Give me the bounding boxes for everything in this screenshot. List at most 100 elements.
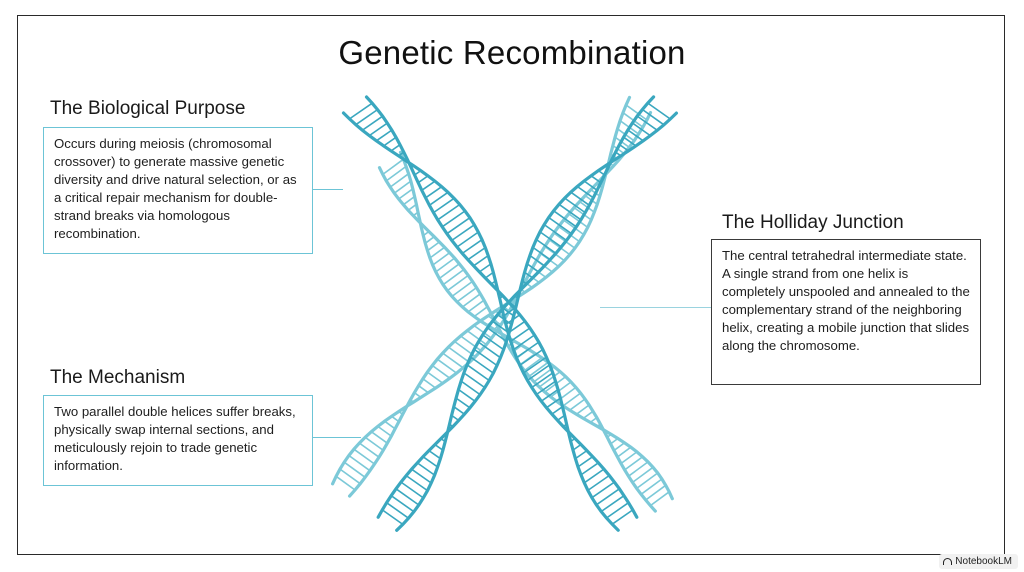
- base-pair-rung: [538, 371, 561, 388]
- base-pair-rung: [551, 406, 563, 415]
- base-pair-rung: [437, 203, 461, 221]
- base-pair-rung: [486, 327, 507, 343]
- base-pair-rung: [580, 462, 599, 476]
- base-pair-rung: [384, 420, 396, 430]
- base-pair-rung: [349, 102, 373, 120]
- badge-label: NotebookLM: [955, 556, 1012, 567]
- base-pair-rung: [422, 378, 437, 389]
- base-pair-rung: [558, 225, 580, 243]
- base-pair-rung: [398, 188, 414, 200]
- base-pair-rung: [426, 371, 444, 384]
- base-pair-rung: [442, 268, 465, 286]
- base-pair-rung: [382, 158, 404, 176]
- backbone-strand-b: [398, 150, 657, 513]
- base-pair-rung: [583, 468, 605, 484]
- base-pair-rung: [466, 364, 490, 382]
- base-pair-rung: [553, 210, 577, 228]
- slide-frame: [17, 15, 1005, 555]
- base-pair-rung: [455, 397, 471, 409]
- base-pair-rung: [595, 488, 620, 506]
- base-pair-rung: [451, 280, 473, 298]
- base-pair-rung: [625, 104, 648, 121]
- base-pair-rung: [640, 478, 663, 495]
- base-pair-rung: [611, 509, 634, 525]
- base-pair-rung: [466, 330, 487, 346]
- base-pair-rung: [563, 219, 585, 236]
- base-pair-rung: [453, 406, 465, 415]
- mechanism-heading: The Mechanism: [50, 367, 186, 388]
- base-pair-rung: [570, 191, 590, 206]
- base-pair-rung: [574, 449, 588, 460]
- base-pair-rung: [460, 335, 482, 352]
- base-pair-rung: [523, 356, 547, 374]
- base-pair-rung: [624, 456, 644, 471]
- base-pair-rung: [568, 213, 589, 229]
- base-pair-rung: [491, 320, 510, 334]
- base-pair-rung: [645, 484, 667, 501]
- base-pair-rung: [478, 263, 492, 273]
- base-pair-rung: [431, 364, 451, 379]
- backbone-strand-a: [341, 111, 639, 519]
- base-pair-rung: [550, 381, 572, 398]
- notebooklm-logo-icon: [943, 558, 953, 565]
- base-pair-rung: [636, 115, 658, 131]
- base-pair-rung: [428, 449, 441, 460]
- base-pair-rung: [355, 108, 378, 126]
- base-pair-rung: [519, 348, 544, 367]
- base-pair-rung: [339, 468, 361, 485]
- base-pair-rung: [502, 307, 515, 317]
- base-pair-rung: [442, 352, 464, 369]
- base-pair-rung: [422, 456, 439, 468]
- base-pair-rung: [343, 461, 366, 478]
- purpose-description: Occurs during meiosis (chromosomal cross…: [43, 127, 313, 254]
- base-pair-rung: [600, 495, 625, 513]
- base-pair-rung: [590, 175, 602, 184]
- base-pair-rung: [456, 231, 479, 248]
- base-pair-rung: [381, 509, 404, 526]
- base-pair-rung: [587, 474, 610, 492]
- base-pair-rung: [529, 254, 545, 267]
- base-pair-rung: [370, 431, 388, 444]
- base-pair-rung: [627, 129, 644, 142]
- dna-helix-light-left: [377, 150, 674, 513]
- base-pair-rung: [528, 361, 549, 377]
- base-pair-rung: [377, 425, 392, 437]
- base-pair-rung: [383, 136, 397, 147]
- base-pair-rung: [523, 357, 543, 372]
- base-pair-rung: [386, 502, 409, 519]
- base-pair-rung: [606, 502, 629, 519]
- base-pair-rung: [482, 334, 505, 351]
- base-pair-rung: [613, 442, 625, 452]
- base-pair-rung: [358, 442, 380, 458]
- base-pair-rung: [348, 454, 371, 472]
- base-pair-rung: [497, 314, 512, 326]
- junction-connector: [600, 307, 711, 308]
- base-pair-rung: [405, 474, 428, 492]
- base-pair-rung: [446, 217, 471, 235]
- base-pair-rung: [540, 388, 559, 402]
- purpose-connector: [313, 189, 343, 190]
- base-pair-rung: [647, 102, 671, 120]
- base-pair-rung: [456, 286, 477, 303]
- base-pair-rung: [641, 108, 665, 126]
- base-pair-rung: [620, 451, 638, 465]
- base-pair-rung: [532, 246, 551, 261]
- base-pair-rung: [539, 231, 562, 248]
- base-pair-rung: [390, 144, 401, 152]
- base-pair-rung: [467, 246, 486, 261]
- base-pair-rung: [569, 398, 586, 411]
- mechanism-description: Two parallel double helices suffer break…: [43, 395, 313, 486]
- base-pair-rung: [385, 165, 407, 182]
- base-pair-rung: [463, 372, 486, 389]
- base-pair-rung: [435, 257, 456, 273]
- base-pair-rung: [429, 246, 446, 259]
- base-pair-rung: [428, 191, 449, 206]
- base-pair-rung: [460, 380, 481, 396]
- backbone-strand-a: [395, 95, 656, 532]
- base-pair-rung: [368, 122, 388, 137]
- base-pair-rung: [438, 263, 460, 280]
- base-pair-rung: [543, 223, 567, 242]
- base-pair-rung: [470, 356, 494, 374]
- backbone-strand-a: [348, 95, 632, 498]
